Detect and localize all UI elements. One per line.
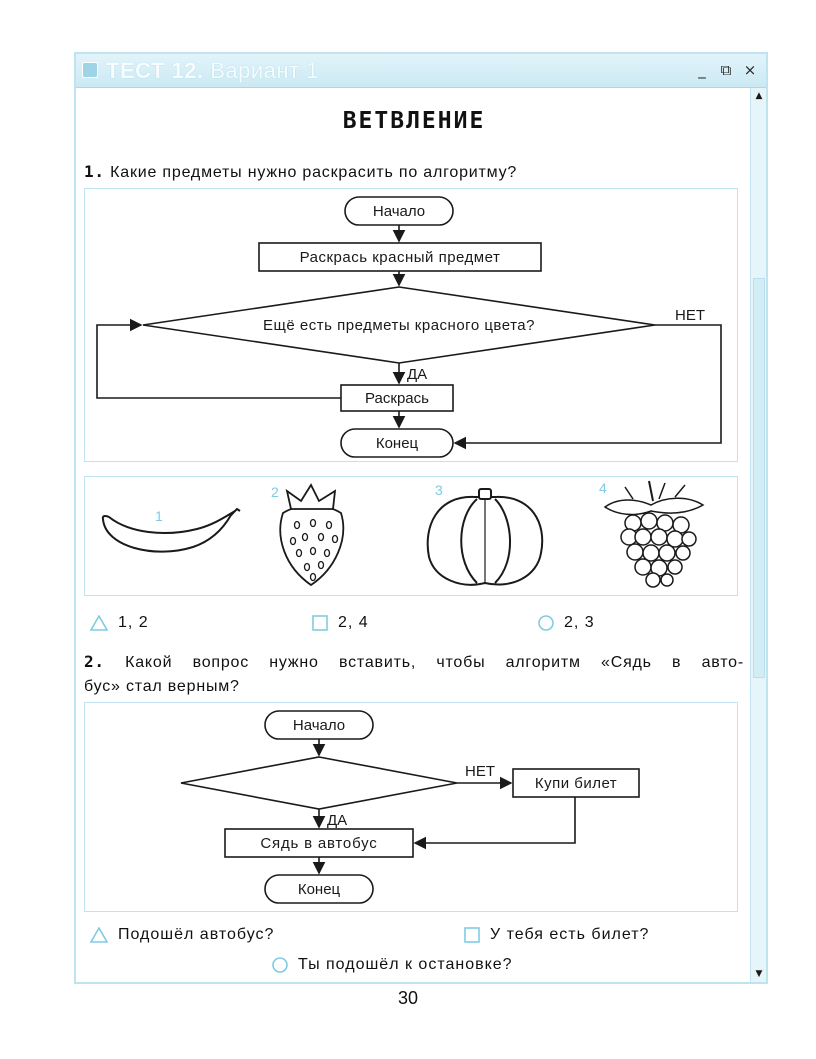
flow2-end-label: Конец [298,881,341,898]
scroll-up-arrow-icon[interactable]: ▲ [755,91,763,101]
flow1-yes-label: ДА [407,366,427,383]
banana-icon [101,507,241,553]
q1-answer-3[interactable]: 2, 3 [538,614,595,632]
test-window: ТЕСТ 12. Вариант 1 _ ⧉ × ▲ ▼ ВЕТВЛЕНИЕ 1… [74,52,768,984]
picture-3-number: 3 [435,482,443,498]
page-heading: ВЕТВЛЕНИЕ [342,108,486,134]
flowchart-1-box: Начало Раскрась красный предмет Ещё есть… [84,188,738,462]
question-2-line1: Какой вопрос нужно вставить, чтобы алгор… [125,654,744,671]
q2-answer-1[interactable]: Подошёл автобус? [90,926,274,944]
scroll-thumb[interactable] [753,278,765,678]
flowchart-1: Начало Раскрась красный предмет Ещё есть… [96,196,722,458]
circle-icon [272,956,288,973]
square-icon [312,614,328,631]
scroll-down-arrow-icon[interactable]: ▼ [755,969,763,979]
q1-answer-2-text: 2, 4 [338,614,369,631]
page-number: 30 [397,988,419,1008]
flow1-step1-shape [258,242,542,272]
minimize-button[interactable]: _ [698,61,706,79]
strawberry-icon [279,483,345,587]
flow2-no-label: НЕТ [465,763,495,780]
title-variant: Вариант 1 [210,58,319,83]
flow2-yes-label: ДА [327,812,347,829]
circle-icon [538,614,554,631]
flow2-decision-shape [180,756,458,810]
picture-1-number: 1 [155,508,163,524]
q2-answer-3[interactable]: Ты подошёл к остановке? [272,956,513,974]
title-bar: ТЕСТ 12. Вариант 1 _ ⧉ × [76,54,766,88]
flowchart-2: Начало НЕТ Купи билет ДА Сядь в автобус … [180,710,640,904]
q1-answer-2[interactable]: 2, 4 [312,614,369,632]
flow2-sit-label: Сядь в автобус [260,835,377,852]
q1-answer-3-text: 2, 3 [564,614,595,631]
close-button[interactable]: × [743,61,757,79]
pictures-box: 1 2 3 4 [84,476,738,596]
window-title: ТЕСТ 12. Вариант 1 [106,58,319,84]
pictures-row: 1 2 3 4 [101,480,705,588]
question-2-number: 2. [84,652,105,671]
flow1-no-label: НЕТ [675,307,705,324]
q2-answer-3-text: Ты подошёл к остановке? [298,956,513,973]
flow2-buy-shape [512,768,640,798]
picture-2-number: 2 [271,484,279,500]
restore-button[interactable]: ⧉ [720,61,732,79]
flow1-start-label: Начало [373,203,425,220]
q2-answer-2[interactable]: У тебя есть билет? [464,926,649,944]
triangle-icon [90,926,108,943]
picture-4-number: 4 [599,480,607,496]
q2-answer-2-text: У тебя есть билет? [490,926,650,943]
flow1-step2-shape [340,384,454,412]
flow1-step2-label: Раскрась [365,390,429,407]
flow1-step1-label: Раскрась красный предмет [300,249,501,266]
flow2-buy-label: Купи билет [535,775,617,792]
q1-answer-1[interactable]: 1, 2 [90,614,149,632]
flow2-sit-shape [224,828,414,858]
flow1-end-label: Конец [376,435,419,452]
flowchart-2-box: Начало НЕТ Купи билет ДА Сядь в автобус … [84,702,738,912]
question-2: 2. Какой вопрос нужно вставить, чтобы ал… [84,650,744,699]
question-1: 1. Какие предметы нужно раскрасить по ал… [84,160,517,185]
question-1-text: Какие предметы нужно раскрасить по алгор… [110,164,518,181]
flow1-decision-label: Ещё есть предметы красного цвета? [263,317,535,334]
q1-answer-1-text: 1, 2 [118,614,149,631]
raspberry-icon [603,480,705,588]
square-icon [464,926,480,943]
pumpkin-icon [426,488,544,586]
vertical-scrollbar[interactable]: ▲ ▼ [750,88,766,982]
flow1-end-shape [340,428,454,458]
flow2-end-shape [264,874,374,904]
question-2-line2: бус» стал верным? [84,678,240,695]
question-1-number: 1. [84,162,105,181]
title-test: ТЕСТ 12. [106,58,204,83]
window-app-icon [82,62,98,78]
triangle-icon [90,614,108,631]
flow2-start-label: Начало [293,717,345,734]
q2-answer-1-text: Подошёл автобус? [118,926,275,943]
